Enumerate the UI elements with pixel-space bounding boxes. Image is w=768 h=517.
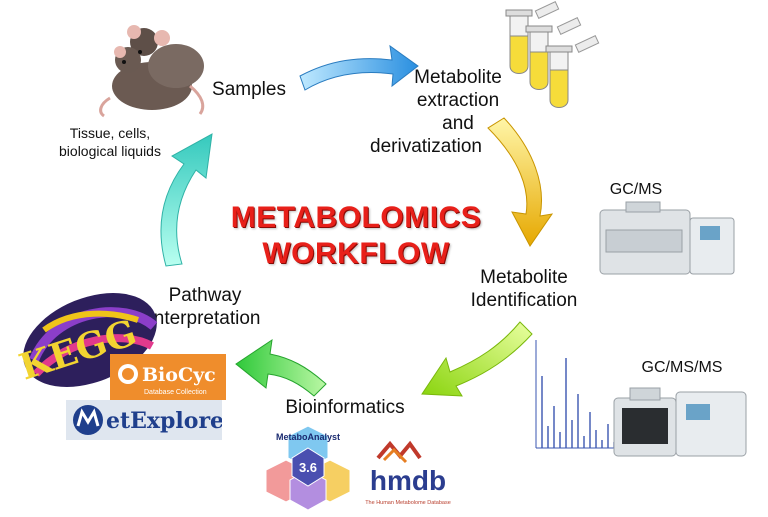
gcmsms-instrument — [613, 387, 747, 457]
extraction-line-1: Metabolite — [414, 67, 502, 88]
arrow-bioinformatics-to-pathway — [235, 338, 327, 397]
metaboanalyst-name: MetaboAnalyst — [276, 432, 340, 442]
identification-line-1: Metabolite — [480, 267, 568, 288]
title-line-1: METABOLOMICS — [230, 201, 482, 234]
biocyc-logo: BioCyc Database Collection — [110, 354, 226, 400]
title-line-2: WORKFLOW — [262, 237, 450, 270]
biocyc-wordmark: BioCyc — [142, 364, 216, 386]
metaboanalyst-logo: MetaboAnalyst 3.6 — [265, 425, 351, 511]
samples-label: Samples — [212, 79, 286, 100]
pathway-label: Pathway interpretation — [140, 284, 270, 330]
gcms-instrument — [599, 201, 735, 275]
metexplore-wordmark: etExplore — [106, 408, 222, 434]
extraction-line-2: extraction — [416, 90, 500, 111]
hmdb-logo: hmdb The Human Metabolome Database — [365, 440, 451, 506]
sample-note-line-2: biological liquids — [59, 143, 161, 159]
extraction-line-3: and — [442, 113, 474, 134]
arrow-samples-to-extraction — [299, 44, 419, 91]
workflow-title: METABOLOMICS WORKFLOW — [186, 200, 526, 272]
arrow-identification-to-bioinformatics — [421, 321, 533, 397]
sample-types-note: Tissue, cells, biological liquids — [20, 124, 200, 160]
bioinformatics-label: Bioinformatics — [285, 397, 405, 418]
gcmsms-label: GC/MS/MS — [641, 359, 723, 376]
pathway-line-2: interpretation — [149, 308, 261, 329]
arrow-pathway-to-samples — [160, 133, 213, 267]
rats-illustration — [99, 25, 205, 118]
kegg-logo: KEGG — [14, 293, 158, 389]
identification-line-2: Identification — [470, 290, 578, 311]
metexplore-logo: etExplore — [66, 400, 222, 440]
extraction-label: Metabolite extraction and — [400, 66, 516, 135]
hmdb-wordmark: hmdb — [370, 465, 446, 496]
test-tubes-illustration — [505, 1, 600, 108]
biocyc-subtitle: Database Collection — [144, 389, 207, 396]
sample-note-line-1: Tissue, cells, — [69, 125, 151, 141]
arrow-extraction-to-identification — [487, 117, 554, 247]
hmdb-subtitle: The Human Metabolome Database — [365, 500, 451, 506]
derivatization-label: derivatization — [370, 136, 482, 157]
mass-spectrum-plot — [535, 340, 626, 449]
gcms-label: GC/MS — [609, 181, 663, 198]
metaboanalyst-version: 3.6 — [299, 460, 317, 475]
identification-label: Metabolite Identification — [458, 266, 590, 312]
pathway-line-1: Pathway — [168, 285, 242, 306]
